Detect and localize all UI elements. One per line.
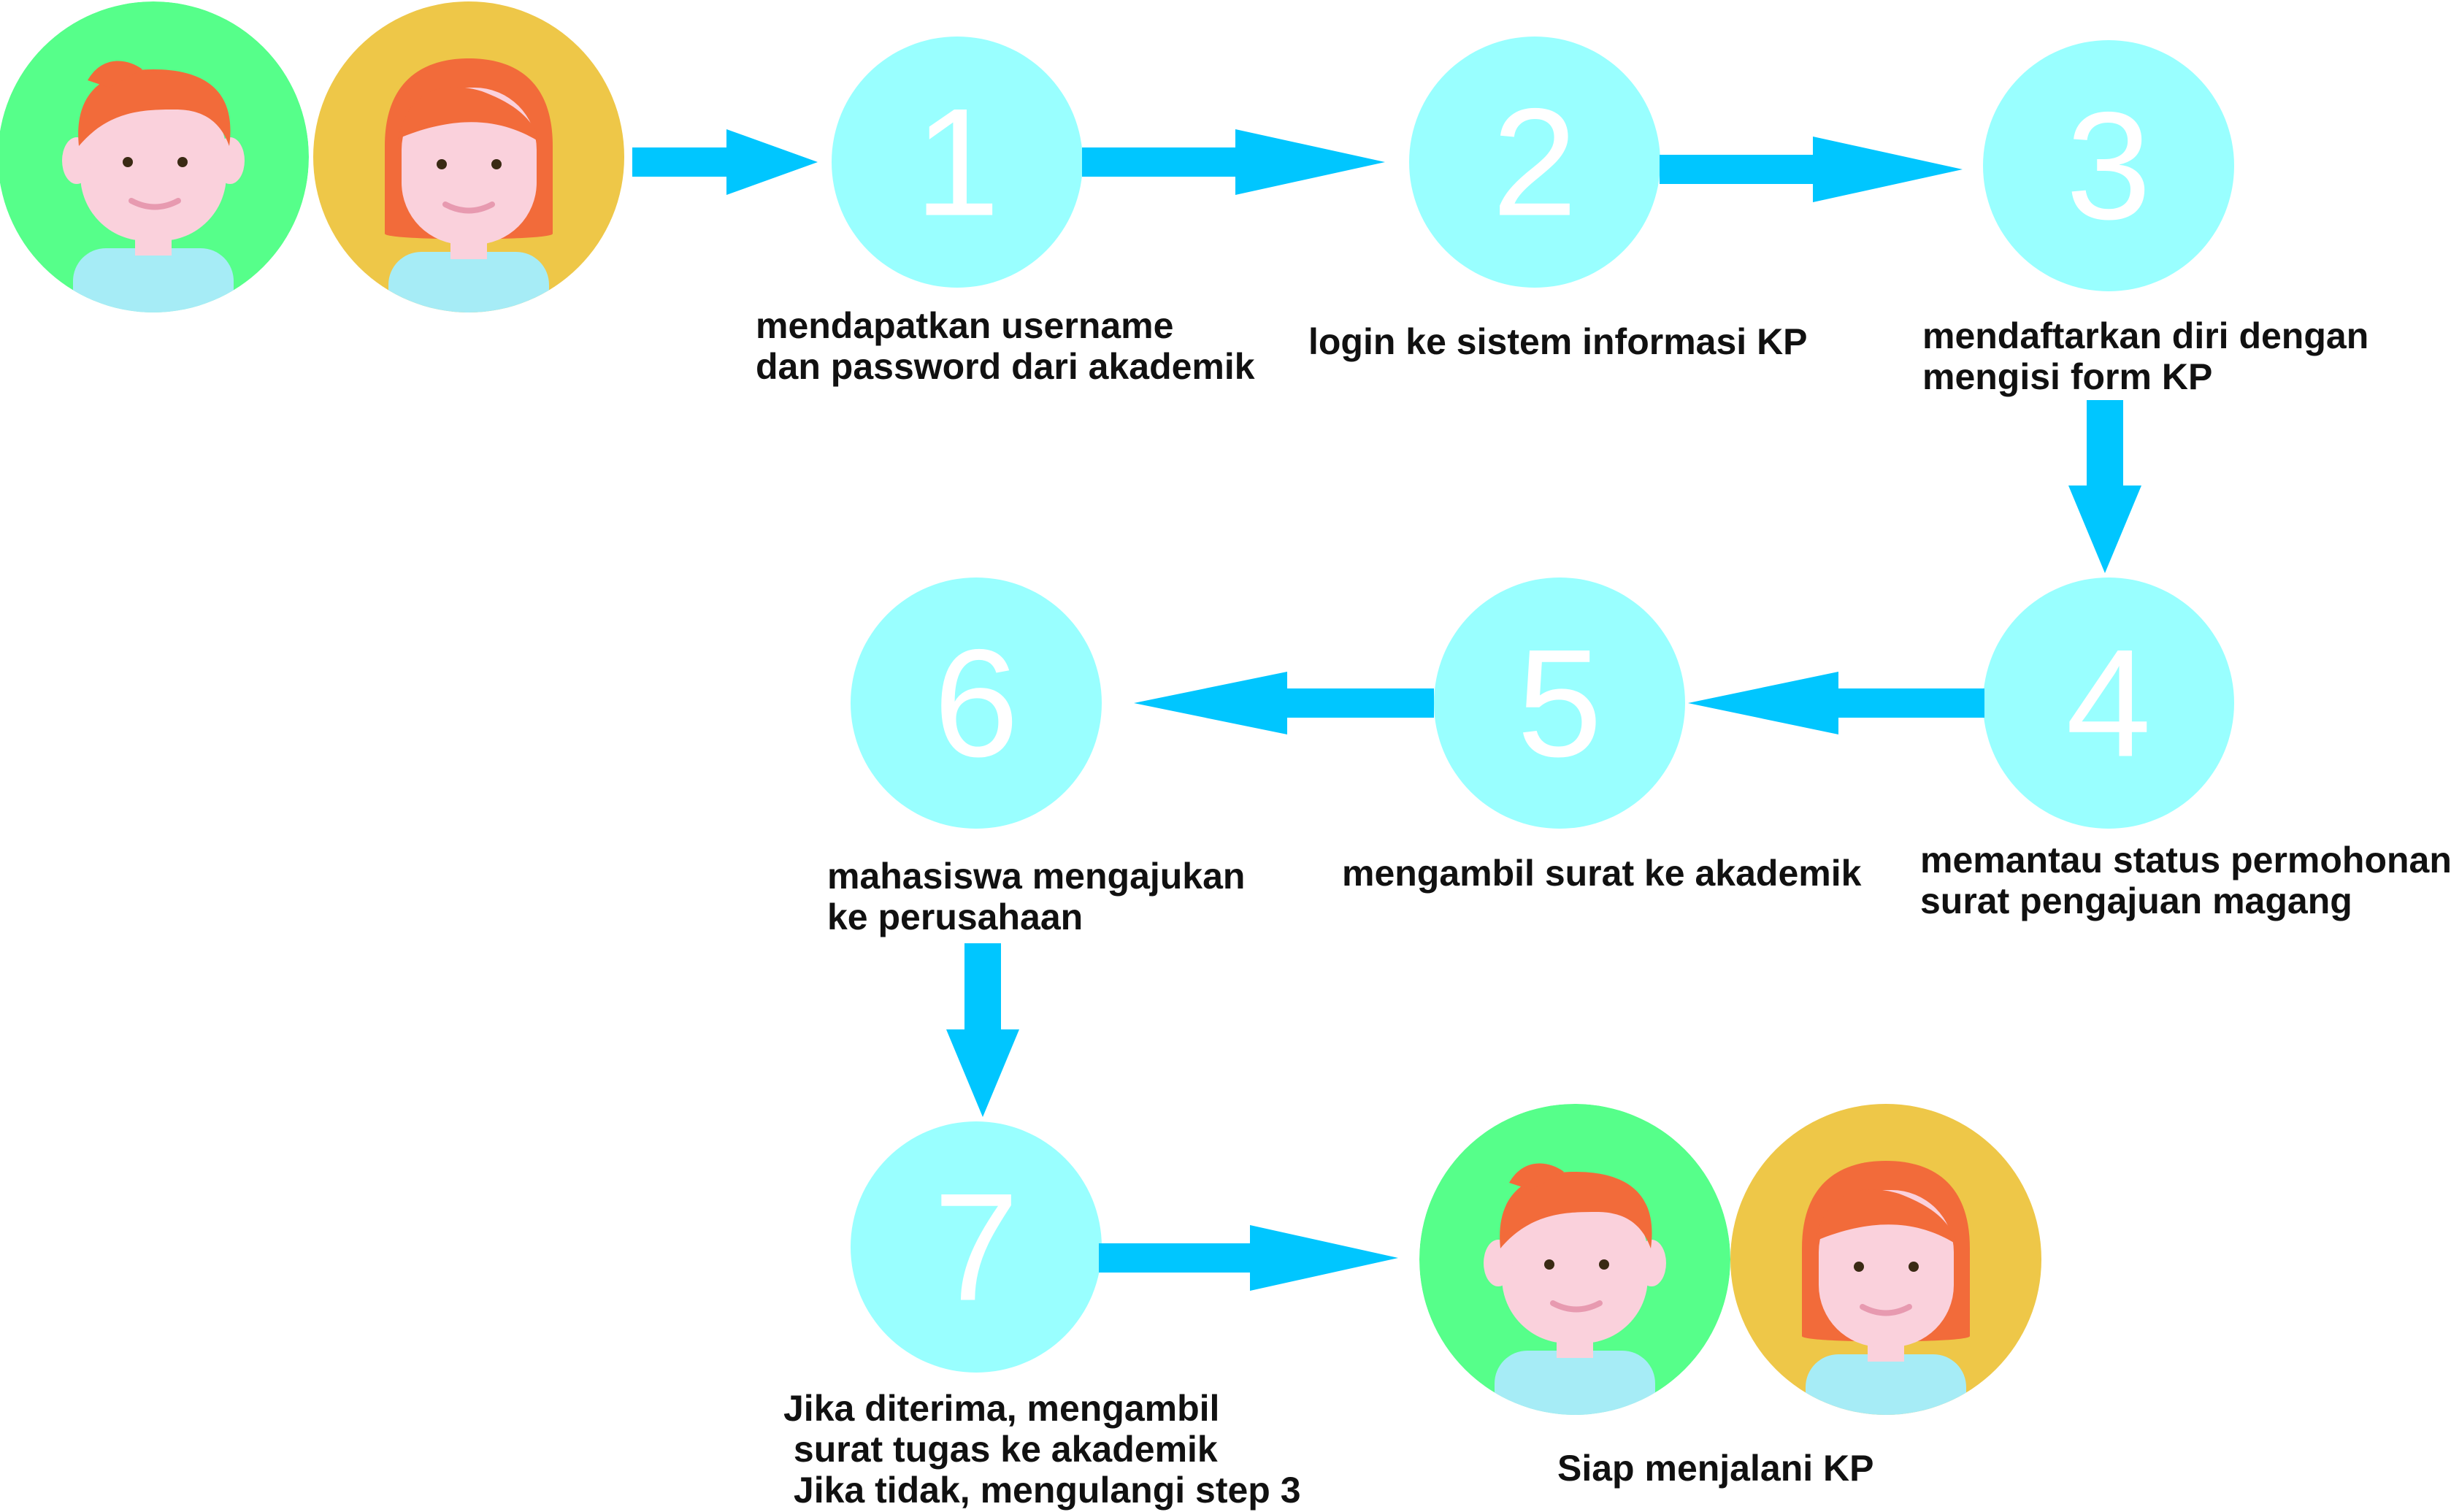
step-1-caption-line-2: dan password dari akademik [756,346,1255,387]
step-3-caption-line-2: mengisi form KP [1922,356,2213,397]
step-5: 5 [1434,577,1685,829]
arrow-step-5-to-step-6 [1134,672,1434,734]
end-girl-avatar [1802,1161,1970,1415]
step-2-caption: login ke sistem informasi KP [1308,321,1808,362]
step-1-number: 1 [915,77,1000,248]
arrow-start-to-step-1 [632,129,818,195]
step-6-caption: mahasiswa mengajukan ke perusahaan [827,856,1245,937]
step-2: 2 [1409,37,1660,288]
step-7-caption-line-3: Jika tidak, mengulangi step 3 [783,1470,1301,1511]
step-1-caption: mendapatkan username dan password dari a… [756,305,1255,387]
start-boy-avatar [0,1,309,312]
step-7: 7 [851,1121,1102,1373]
step-7-caption-line-2: surat tugas ke akademik [783,1429,1218,1470]
step-1: 1 [832,37,1083,288]
arrow-step-6-to-step-7 [946,943,1019,1117]
step-3: 3 [1983,40,2234,291]
step-5-number: 5 [1517,618,1603,789]
step-6-number: 6 [934,618,1019,789]
arrow-step-2-to-step-3 [1660,137,1963,202]
step-7-number: 7 [934,1162,1019,1333]
arrow-step-1-to-step-2 [1082,129,1385,195]
step-4-caption: memantau status permohonan surat pengaju… [1920,840,2451,921]
step-6-caption-line-1: mahasiswa mengajukan [827,856,1246,897]
end-boy-avatar [1419,1104,1730,1415]
step-6: 6 [851,577,1102,829]
step-3-caption-line-1: mendaftarkan diri dengan [1922,315,2369,356]
step-7-caption: Jika diterima, mengambil surat tugas ke … [783,1388,1301,1511]
arrow-step-3-to-step-4 [2068,400,2141,573]
step-3-caption: mendaftarkan diri dengan mengisi form KP [1922,315,2368,397]
start-girl-avatar [385,58,553,312]
step-7-caption-line-1: Jika diterima, mengambil [783,1388,1220,1429]
arrow-step-4-to-step-5 [1688,672,1984,734]
step-4-number: 4 [2066,618,2152,789]
step-2-number: 2 [1492,77,1578,248]
arrow-step-7-to-end [1099,1225,1398,1291]
step-1-caption-line-1: mendapatkan username [756,305,1174,346]
step-4-caption-line-1: memantau status permohonan [1920,840,2451,880]
final-caption-text: Siap menjalani KP [1557,1448,1874,1489]
step-3-number: 3 [2066,80,2152,252]
step-6-caption-line-2: ke perusahaan [827,897,1083,937]
step-2-caption-line-1: login ke sistem informasi KP [1308,321,1808,362]
final-caption: Siap menjalani KP [1557,1448,1873,1489]
step-5-caption: mengambil surat ke akademik [1342,853,1861,894]
step-5-caption-line-1: mengambil surat ke akademik [1342,853,1862,894]
step-4-caption-line-2: surat pengajuan magang [1920,880,2352,921]
step-4: 4 [1983,577,2234,829]
